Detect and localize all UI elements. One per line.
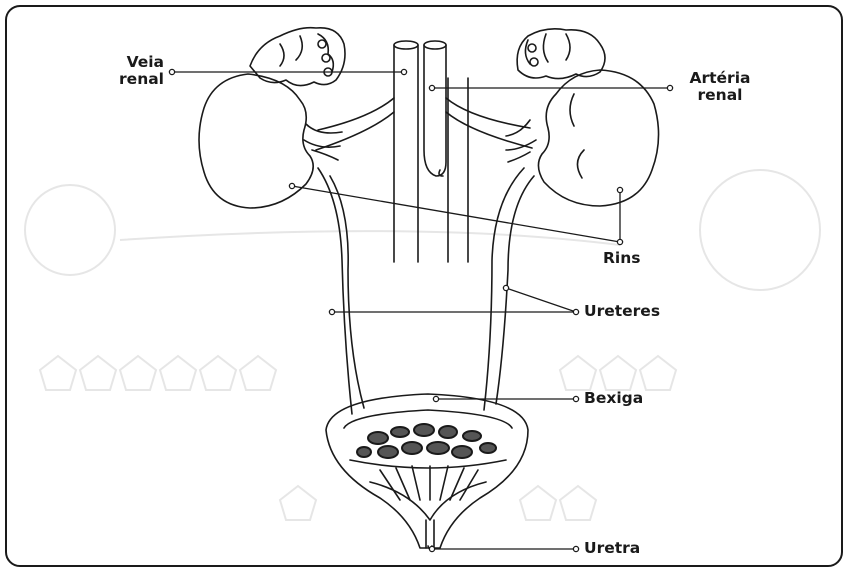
renal-vessels [304,98,536,162]
label-arteria-renal-line1: Artéria [680,70,760,87]
label-ureteres: Ureteres [584,303,660,320]
ureters [318,168,534,414]
label-veia-renal: Veia renal [100,54,164,88]
kidney-right-icon [538,70,658,206]
label-uretra: Uretra [584,540,640,557]
label-arteria-renal-line2: renal [680,87,760,104]
leader-rins-left [292,186,620,242]
label-veia-renal-line1: Veia [100,54,164,71]
label-veia-renal-line2: renal [100,71,164,88]
label-arteria-renal: Artéria renal [680,70,760,104]
bladder-icon [326,394,528,549]
label-bexiga: Bexiga [584,390,643,407]
aorta-icon [424,41,468,262]
leader-ureteres-right [506,288,576,312]
label-rins: Rins [603,250,641,267]
kidney-left-icon [199,74,313,208]
